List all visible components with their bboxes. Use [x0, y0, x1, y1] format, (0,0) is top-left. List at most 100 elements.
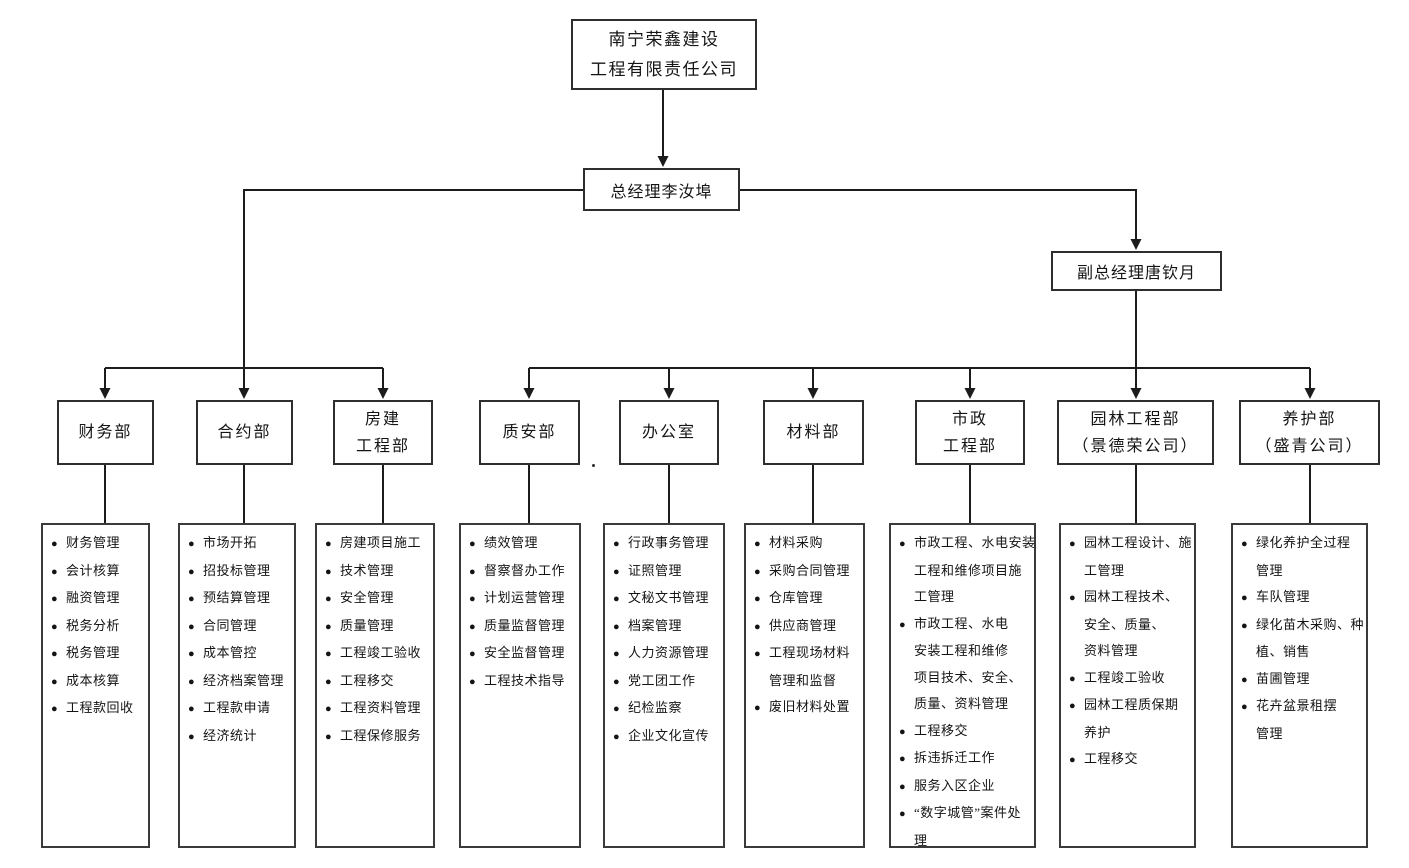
- duty-text: 绿化养护全过程: [1256, 535, 1351, 550]
- duty-item: ●税务分析: [51, 613, 145, 641]
- dept-box-contract: 合约部: [196, 400, 293, 465]
- duty-text: 花卉盆景租摆: [1256, 698, 1338, 713]
- bullet-icon: ●: [1241, 701, 1249, 713]
- dept-box-maintenance: 养护部（盛青公司）: [1239, 400, 1380, 465]
- duty-item: ●工程移交: [899, 718, 1031, 746]
- duty-text: 安全监督管理: [484, 645, 566, 660]
- duty-text: 绩效管理: [484, 535, 539, 550]
- bullet-icon: ●: [1241, 592, 1249, 604]
- bullet-icon: ●: [188, 593, 196, 605]
- bullet-icon: ●: [469, 648, 477, 660]
- duty-text: 融资管理: [66, 590, 121, 605]
- bullet-icon: ●: [51, 538, 59, 550]
- bullet-icon: ●: [1069, 538, 1077, 550]
- duty-text: 管理和监督: [769, 672, 837, 688]
- duty-item: ●督察督办工作: [469, 558, 576, 586]
- duty-item: ●市政工程、水电安装工程和维修项目施工管理: [899, 530, 1035, 611]
- duty-list-quality-safety: ●绩效管理●督察督办工作●计划运营管理●质量监督管理●安全监督管理●工程技术指导: [459, 523, 581, 848]
- duty-item: ●工程款回收: [51, 695, 145, 723]
- bullet-icon: ●: [613, 593, 621, 605]
- duty-text: 工程竣工验收: [340, 645, 422, 660]
- dept-title-line: 房建: [364, 410, 401, 428]
- duty-text: 党工团工作: [628, 672, 696, 688]
- dept-title-line: 市政: [951, 410, 988, 428]
- deputy-manager-label: 副总经理唐钦月: [1076, 265, 1196, 282]
- bullet-icon: ●: [469, 565, 477, 578]
- duty-item: ●园林工程技术、安全、质量、资料管理: [1069, 584, 1191, 665]
- duty-text: 工程保修服务: [340, 727, 422, 743]
- bullet-icon: ●: [899, 808, 907, 820]
- duty-item: ●市政工程、水电安装工程和维修项目技术、安全、质量、资料管理: [899, 611, 1031, 718]
- duty-item: ●绿化苗木采购、种植、销售: [1241, 612, 1364, 666]
- bullet-icon: ●: [325, 675, 333, 688]
- duty-text: 废旧材料处置: [769, 699, 851, 714]
- duty-text: 管理: [1256, 725, 1284, 741]
- duty-text: 材料采购: [769, 535, 824, 550]
- duty-text: 项目技术、安全、: [914, 669, 1023, 685]
- duty-item: ● 财务管理: [51, 530, 145, 558]
- dept-box-finance: 财务部: [57, 400, 154, 465]
- bullet-icon: ●: [899, 753, 907, 765]
- duty-text: 成本管控: [203, 645, 258, 660]
- duty-text: 园林工程设计、施: [1084, 535, 1193, 550]
- bullet-icon: ●: [754, 702, 762, 714]
- duty-item: ●工程款申请: [188, 695, 291, 723]
- duty-text: 工管理: [914, 589, 955, 604]
- duty-item: ●纪检监察: [613, 695, 720, 723]
- bullet-icon: ●: [469, 620, 477, 633]
- bullet-icon: ●: [51, 565, 59, 578]
- bullet-icon: ●: [469, 593, 477, 605]
- dept-title-line: 养护部: [1282, 410, 1337, 428]
- duty-text: 资料管理: [1084, 643, 1139, 658]
- duty-text: 采购合同管理: [769, 562, 851, 578]
- duty-item: ●质量管理: [325, 613, 430, 641]
- duty-list-office: ●行政事务管理●证照管理●文秘文书管理●档案管理●人力资源管理●党工团工作●纪检…: [603, 523, 725, 848]
- bullet-icon: ●: [51, 675, 59, 688]
- dept-title-line: 财务部: [78, 424, 133, 441]
- bullet-icon: ●: [1241, 538, 1249, 550]
- duty-text: 市政工程、水电安装: [914, 535, 1036, 550]
- duty-text: 财务管理: [66, 535, 121, 550]
- duty-item: ● 质量监督管理: [469, 613, 576, 641]
- duty-item: ●市场开拓: [188, 530, 291, 558]
- duty-text: 拆违拆迁工作: [914, 750, 996, 765]
- duty-item: ●服务入区企业: [899, 773, 1031, 801]
- duty-item: ●园林工程设计、施工管理: [1069, 530, 1193, 584]
- bullet-icon: ●: [188, 675, 196, 688]
- bullet-icon: ●: [754, 565, 762, 578]
- duty-item: ●经济档案管理: [188, 668, 291, 696]
- duty-item: ●行政事务管理: [613, 530, 720, 558]
- dept-box-office: 办公室: [619, 400, 719, 465]
- duty-text: 计划运营管理: [484, 590, 566, 605]
- bullet-icon: ●: [325, 538, 333, 550]
- duty-item: ●成本管控: [188, 640, 291, 668]
- duty-item: ●绩效管理: [469, 530, 576, 558]
- duty-item: ●工程移交: [325, 668, 430, 696]
- bullet-icon: ●: [754, 620, 762, 633]
- duty-item: ●苗圃管理: [1241, 666, 1363, 694]
- duty-item: ●工程技术指导: [469, 668, 576, 696]
- bullet-icon: ●: [188, 620, 196, 633]
- bullet-icon: ●: [325, 703, 333, 715]
- duty-text: 安全、质量、: [1084, 616, 1166, 632]
- duty-text: 纪检监察: [628, 700, 683, 715]
- duty-text: 税务分析: [66, 617, 121, 633]
- bullet-icon: ●: [899, 725, 907, 738]
- company-name-line2: 工程有限责任公司: [590, 59, 738, 79]
- bullet-icon: ●: [1241, 673, 1249, 686]
- duty-text: 质量、资料管理: [914, 696, 1009, 711]
- duty-item: ●工程资料管理: [325, 695, 430, 723]
- duty-text: 质量监督管理: [484, 617, 566, 633]
- duty-text: 园林工程质保期: [1084, 697, 1179, 712]
- general-manager-label: 总经理李汝埠: [610, 183, 713, 201]
- duty-text: 合同管理: [203, 617, 258, 633]
- dept-title-line: 工程部: [355, 437, 410, 455]
- bullet-icon: ●: [899, 618, 907, 631]
- duty-item: ●工程竣工验收: [1069, 665, 1191, 693]
- duty-item: ●会计核算: [51, 558, 145, 586]
- duty-item: ●工程现场材料管理和监督: [754, 640, 860, 694]
- dept-title-line: 合约部: [217, 424, 272, 441]
- bullet-icon: ●: [613, 675, 621, 688]
